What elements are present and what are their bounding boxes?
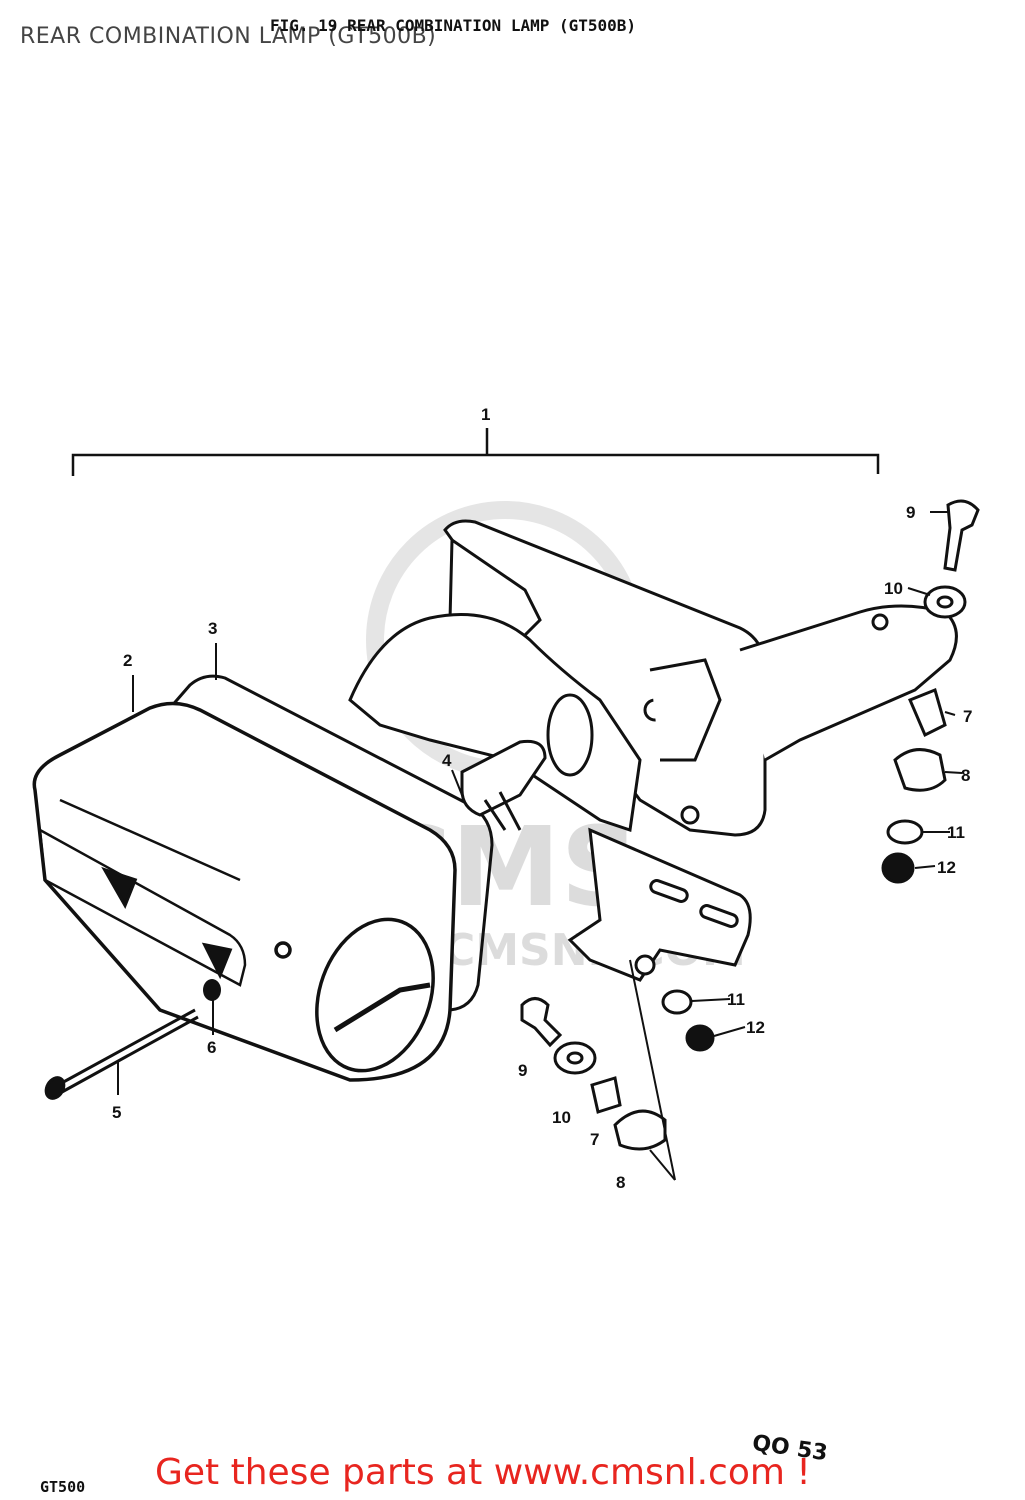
callout-2: 2 (123, 651, 132, 670)
leader-lines (117, 511, 963, 1181)
callout-11-lower: 11 (727, 990, 745, 1009)
callout-1: 1 (481, 405, 490, 424)
callout-8-upper: 8 (961, 766, 970, 785)
callout-5: 5 (112, 1103, 121, 1122)
callout-6: 6 (207, 1038, 216, 1057)
reflector-plate (348, 612, 722, 832)
callout-4: 4 (442, 751, 452, 770)
callout-9-lower: 9 (518, 1061, 527, 1080)
page-title: REAR COMBINATION LAMP (GT500B) (20, 24, 437, 49)
lens-gasket (168, 674, 494, 1012)
lamp-lens (32, 701, 457, 1082)
callout-7-lower: 7 (590, 1130, 599, 1149)
lens-washer (203, 979, 221, 1001)
license-bracket (567, 827, 752, 982)
callout-8-lower: 8 (616, 1173, 625, 1192)
promo-suffix: ! (784, 1452, 811, 1493)
callout-3: 3 (208, 619, 217, 638)
callout-numbers: 1 2 3 4 5 6 7 7 8 8 9 9 10 10 11 11 12 1… (112, 405, 972, 1192)
callout-7-upper: 7 (963, 707, 972, 726)
callout-9-upper: 9 (906, 503, 915, 522)
assembly-bracket (71, 428, 880, 476)
model-code: GT500 (40, 1478, 86, 1496)
callout-10-lower: 10 (552, 1108, 571, 1127)
lens-screw (44, 1008, 199, 1100)
lower-fastener-set (520, 989, 715, 1151)
upper-fastener-set (881, 499, 980, 884)
callout-12-upper: 12 (937, 858, 956, 877)
callout-11-upper: 11 (947, 823, 965, 842)
promo-banner: Get these parts at www.cmsnl.com ! (155, 1452, 811, 1493)
callout-10-upper: 10 (884, 579, 903, 598)
figure-caption: FIG. 19 REAR COMBINATION LAMP (GT500B) (270, 16, 637, 35)
promo-prefix: Get these parts at (155, 1452, 494, 1493)
callout-12-lower: 12 (746, 1018, 765, 1037)
promo-link[interactable]: www.cmsnl.com (493, 1452, 785, 1493)
